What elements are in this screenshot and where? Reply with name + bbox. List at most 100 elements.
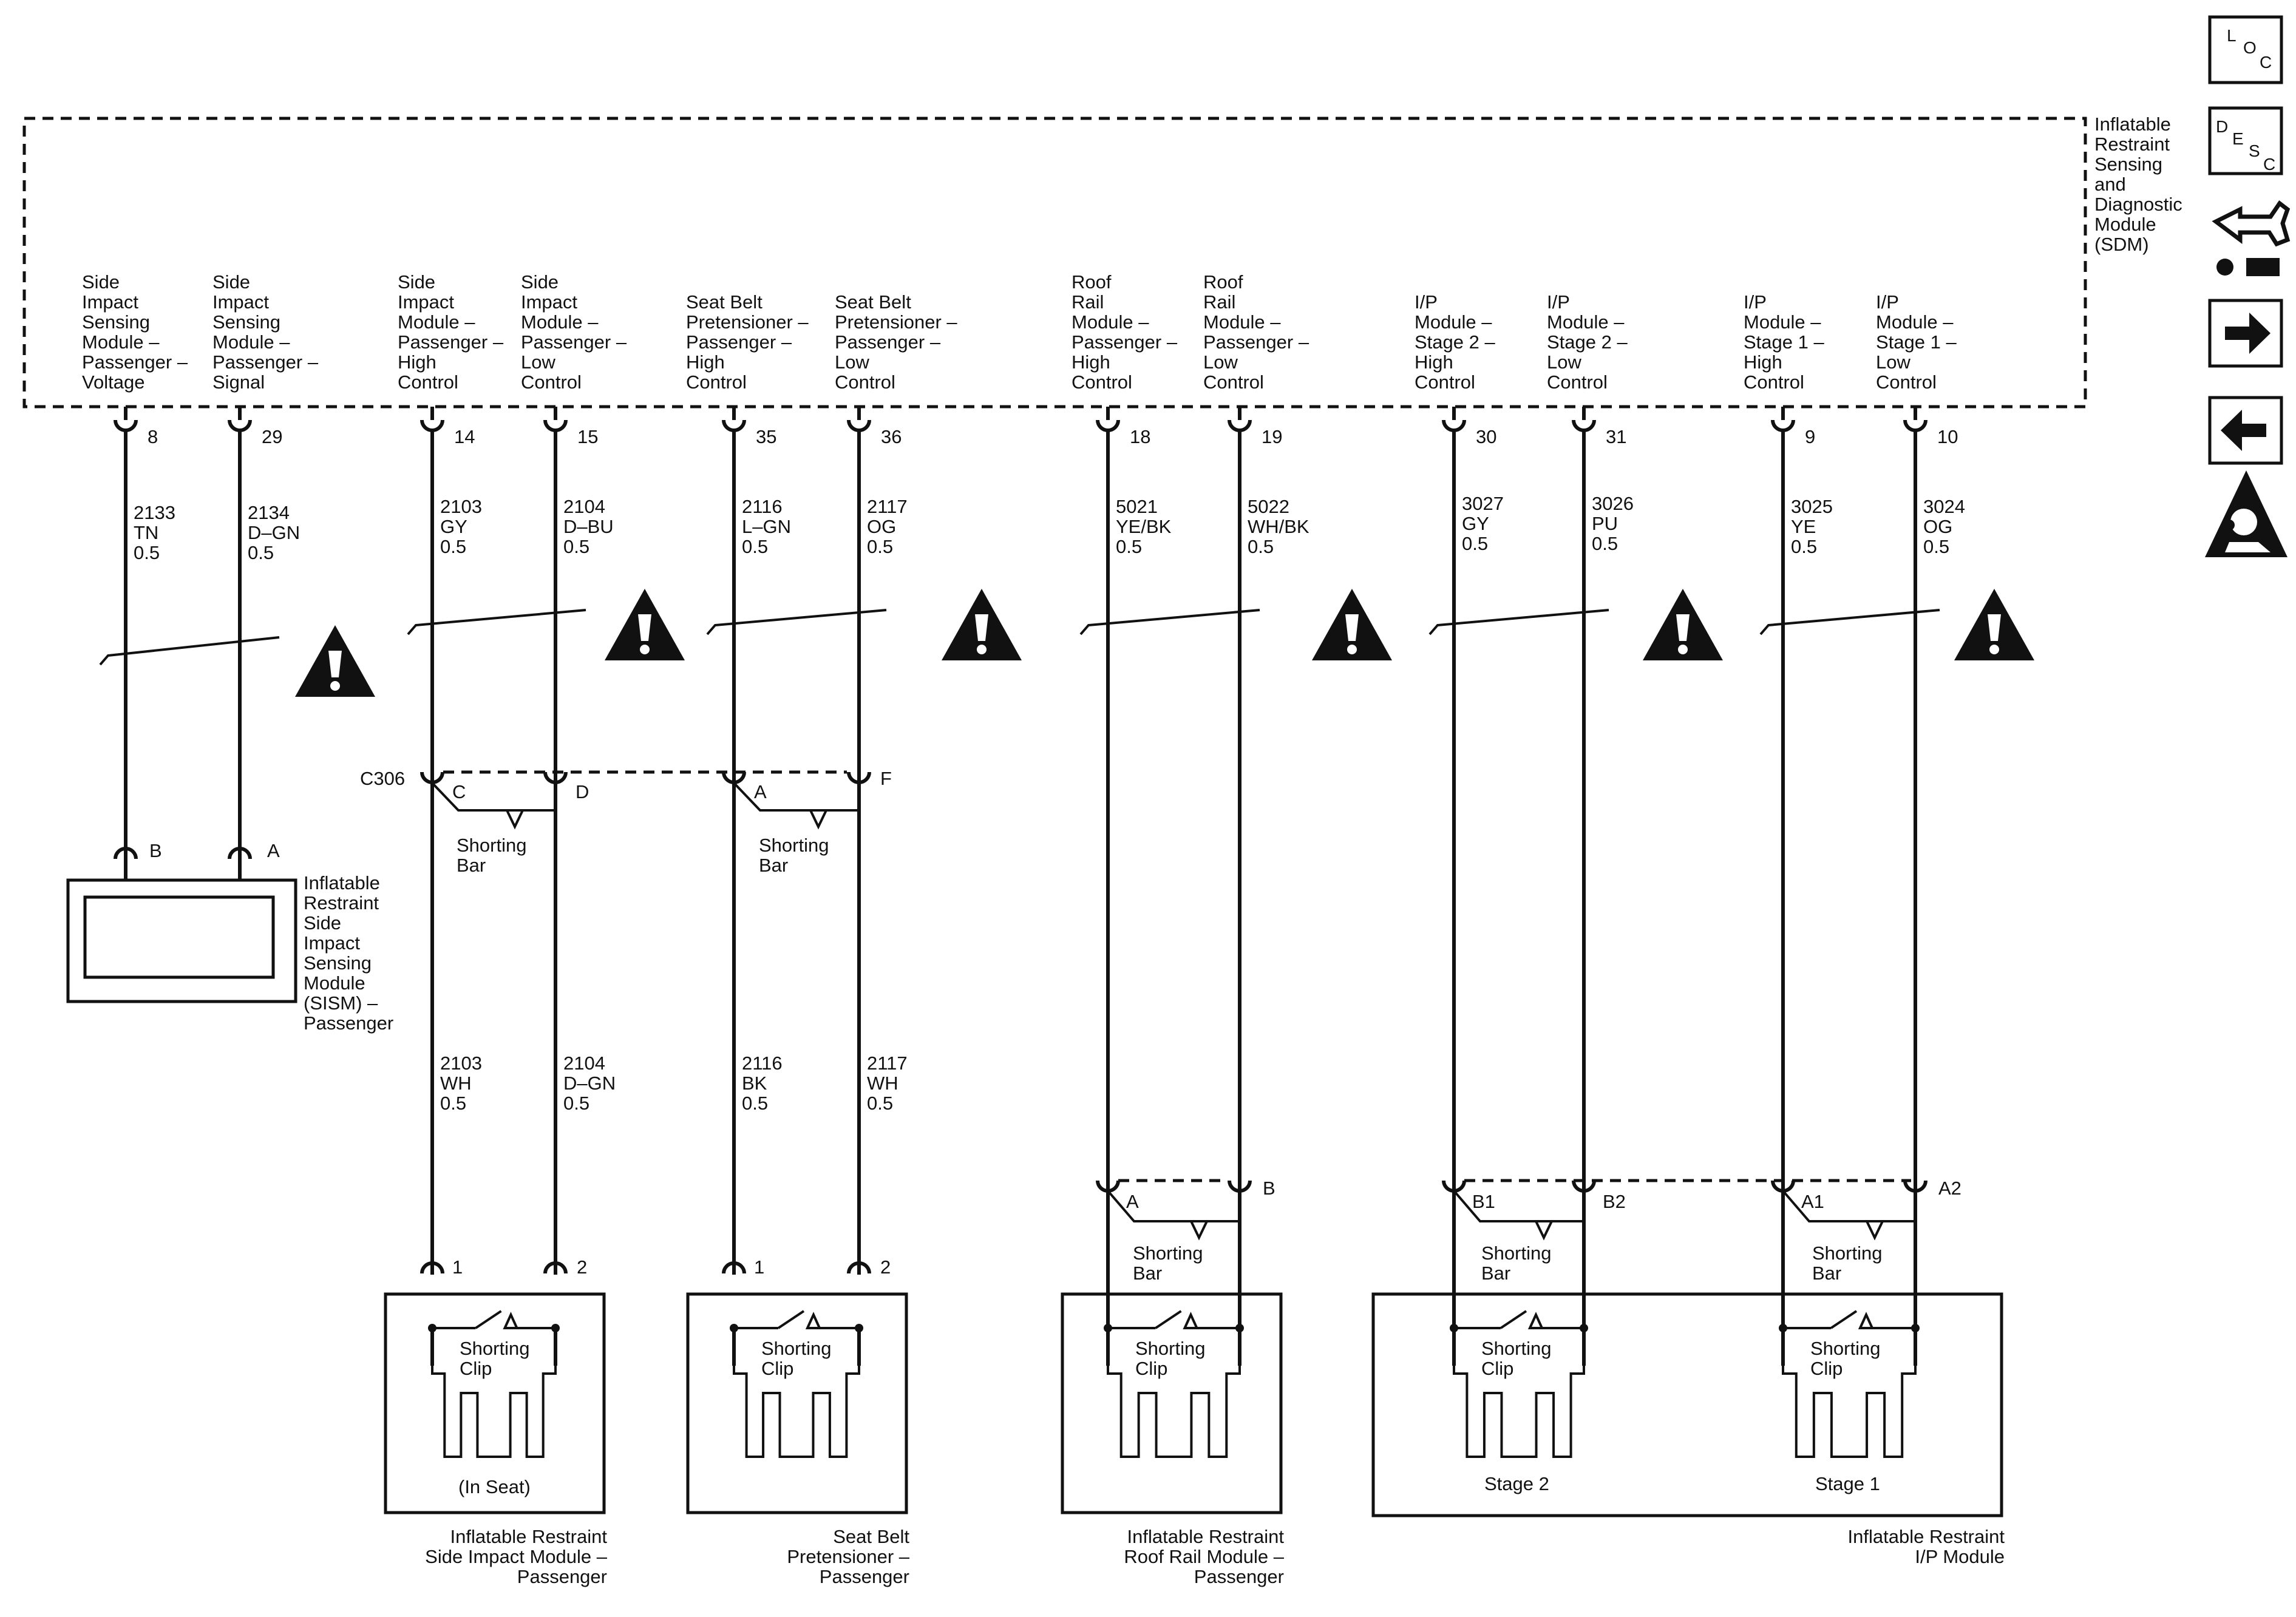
rr-shorting-bar-label: Shorting bbox=[1133, 1242, 1203, 1264]
sdm-wire-id: 0.5 bbox=[742, 536, 768, 557]
next-arrow-icon[interactable] bbox=[2208, 299, 2283, 368]
ip-pin-b1: B1 bbox=[1472, 1191, 1495, 1212]
svg-text:Side: Side bbox=[304, 912, 341, 934]
svg-text:Inflatable: Inflatable bbox=[2094, 114, 2171, 135]
shorting-clips: ShortingClipShortingClipShortingClipShor… bbox=[428, 1310, 1920, 1458]
shorting-clip-label: Shorting bbox=[460, 1338, 529, 1359]
svg-text:2104: 2104 bbox=[563, 1053, 605, 1074]
sdm-wire-id: TN bbox=[134, 522, 158, 543]
airbag-warning-icon[interactable] bbox=[2205, 470, 2288, 557]
sdm-wire-id: 0.5 bbox=[867, 536, 893, 557]
previous-arrow-icon[interactable] bbox=[2208, 396, 2283, 465]
sdm-circuit-label: Stage 2 – bbox=[1415, 331, 1495, 353]
warning-icon bbox=[1643, 589, 1723, 660]
sdm-circuit-label: Side bbox=[521, 271, 559, 293]
sdm-wire-id: WH/BK bbox=[1248, 516, 1309, 537]
svg-text:0.5: 0.5 bbox=[440, 1093, 466, 1114]
svg-text:Diagnostic: Diagnostic bbox=[2094, 194, 2182, 215]
squib-element bbox=[733, 1366, 860, 1458]
svg-text:Seat Belt: Seat Belt bbox=[833, 1526, 909, 1547]
sdm-circuit-label: I/P bbox=[1876, 291, 1899, 313]
warning-icon bbox=[942, 589, 1022, 660]
sdm-circuit-label: Control bbox=[1876, 371, 1937, 393]
sdm-circuit-label: Seat Belt bbox=[835, 291, 911, 313]
sdm-circuit-label: Low bbox=[1547, 351, 1581, 373]
svg-text:Bar: Bar bbox=[1133, 1263, 1162, 1284]
svg-text:2: 2 bbox=[880, 1256, 891, 1278]
warning-icon bbox=[1312, 589, 1392, 660]
loc-icon[interactable]: L O C bbox=[2208, 15, 2283, 84]
shorting-clip-label: Shorting bbox=[761, 1338, 831, 1359]
sdm-circuit-label: Module – bbox=[521, 311, 599, 333]
svg-text:Side Impact Module –: Side Impact Module – bbox=[425, 1546, 608, 1567]
svg-text:0.5: 0.5 bbox=[563, 1093, 589, 1114]
svg-text:Restraint: Restraint bbox=[2094, 134, 2170, 155]
c306-lower-wire-ids: 2103 WH 0.5 2104 D–GN 0.5 2116 BK 0.5 21… bbox=[440, 1053, 908, 1114]
sdm-pin-number: 30 bbox=[1476, 426, 1496, 447]
svg-text:Bar: Bar bbox=[457, 855, 486, 876]
sdm-pin-terminal bbox=[420, 407, 444, 432]
sdm-circuit-label: Passenger – bbox=[212, 351, 319, 373]
svg-text:Clip: Clip bbox=[1810, 1358, 1843, 1379]
sdm-pin-terminal bbox=[1903, 407, 1927, 432]
c306-shorting-bar-2-label: Shorting bbox=[759, 835, 829, 856]
sdm-wire-id: GY bbox=[440, 516, 467, 537]
sdm-circuit-label: Control bbox=[835, 371, 895, 393]
sism-pin-a-terminal bbox=[228, 847, 252, 880]
shorting-clip-label: Shorting bbox=[1135, 1338, 1205, 1359]
ip-module-box bbox=[1371, 1292, 2003, 1517]
c306-connector: C306 C D A F Shorting Bar Shorting Bar bbox=[360, 768, 892, 876]
svg-text:O: O bbox=[2243, 38, 2257, 57]
svg-text:(SISM) –: (SISM) – bbox=[304, 992, 378, 1014]
sdm-pin-terminal bbox=[114, 407, 138, 432]
twist-marker bbox=[1759, 609, 1940, 636]
twist-marker bbox=[1079, 609, 1260, 636]
side-impact-module-box bbox=[384, 1292, 606, 1514]
c306-shorting-bar-2-spring bbox=[809, 810, 827, 830]
sism-inner-box bbox=[83, 895, 275, 979]
sdm-pin-number: 15 bbox=[577, 426, 598, 447]
sdm-wire-id: PU bbox=[1592, 513, 1618, 534]
svg-text:Passenger: Passenger bbox=[1194, 1566, 1284, 1587]
sdm-circuit-label: High bbox=[686, 351, 725, 373]
sdm-pin-number: 10 bbox=[1937, 426, 1958, 447]
c306-shorting-bar-1-label: Shorting bbox=[457, 835, 526, 856]
svg-text:and: and bbox=[2094, 174, 2126, 195]
squib-element bbox=[431, 1366, 557, 1458]
svg-text:Bar: Bar bbox=[759, 855, 788, 876]
sdm-circuit-label: Passenger – bbox=[1072, 331, 1178, 353]
svg-text:2: 2 bbox=[577, 1256, 587, 1278]
sdm-wire-id: 3027 bbox=[1462, 493, 1504, 514]
sdm-wire-id: 0.5 bbox=[440, 536, 466, 557]
svg-text:Roof Rail Module –: Roof Rail Module – bbox=[1124, 1546, 1284, 1567]
warning-icon bbox=[295, 625, 375, 697]
sdm-pin-number: 35 bbox=[756, 426, 776, 447]
desc-icon[interactable]: D E S C bbox=[2208, 106, 2283, 175]
svg-text:Bar: Bar bbox=[1481, 1263, 1510, 1284]
sdm-wire-id: 2103 bbox=[440, 496, 482, 517]
warning-icons bbox=[295, 589, 2034, 697]
lower-wires bbox=[430, 772, 861, 1275]
sism-module: B A Inflatable Restraint Side Impact Sen… bbox=[66, 840, 393, 1034]
sdm-circuit-label: Rail bbox=[1203, 291, 1235, 313]
squib-element bbox=[1782, 1366, 1917, 1458]
sdm-wire-id: 5021 bbox=[1116, 496, 1158, 517]
sdm-pin-terminal bbox=[1096, 407, 1120, 432]
svg-text:Impact: Impact bbox=[304, 932, 360, 954]
sdm-wire-id: 3024 bbox=[1923, 496, 1965, 517]
svg-text:Passenger: Passenger bbox=[820, 1566, 909, 1587]
svg-text:Clip: Clip bbox=[761, 1358, 793, 1379]
sdm-pin-terminal bbox=[1228, 407, 1252, 432]
svg-text:Shorting: Shorting bbox=[1812, 1242, 1882, 1264]
sdm-circuit-label: Module – bbox=[1415, 311, 1492, 333]
connector-tool-icon[interactable] bbox=[2212, 200, 2291, 276]
